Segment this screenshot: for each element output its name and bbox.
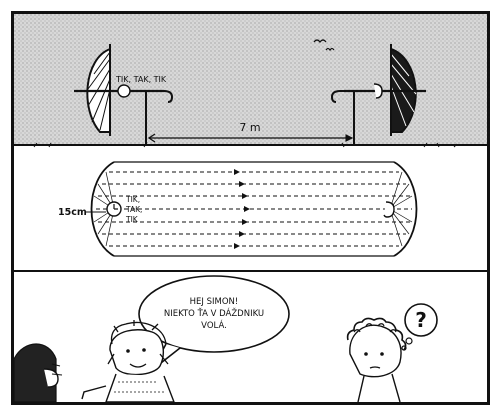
- bird-icon: [325, 47, 335, 52]
- left-umbrella-icon: [74, 44, 174, 144]
- ray-arrowheads: [234, 169, 250, 249]
- middle-panel: 15cm TIK, TAK, TIK: [58, 161, 418, 257]
- speech-bubble: [138, 275, 290, 353]
- top-panel: TIK, TAK, TIK 7 m: [14, 14, 487, 148]
- boy-character: [346, 317, 407, 402]
- left-reflector: [90, 161, 115, 257]
- comic-illustration: TIK, TAK, TIK 7 m: [14, 14, 487, 402]
- ear-icon: [383, 201, 395, 218]
- thought-bubble: [404, 303, 438, 337]
- bird-icon: [313, 39, 327, 43]
- clock-sound-label: TIK, TAK, TIK: [115, 75, 167, 84]
- radius-label: 15cm: [58, 207, 87, 218]
- sound-line-2: TAK,: [125, 205, 142, 214]
- right-umbrella-icon: [330, 44, 426, 144]
- speech-line-1: HEJ SIMON!: [190, 297, 239, 307]
- sound-line-3: TIK: [125, 215, 139, 224]
- speech-line-2: NIEKTO ŤA V DÁŽDNIKU: [164, 307, 264, 319]
- sound-rays: [96, 171, 412, 247]
- distance-label: 7 m: [239, 121, 260, 134]
- girl-character: [81, 320, 175, 402]
- speech-line-3: VOLÁ.: [201, 319, 227, 331]
- partial-character-left: [14, 343, 63, 402]
- clock-icon: [117, 84, 131, 98]
- right-reflector: [393, 161, 418, 257]
- comic-frame: TIK, TAK, TIK 7 m: [11, 11, 490, 405]
- bottom-panel: HEJ SIMON! NIEKTO ŤA V DÁŽDNIKU VOLÁ. ?: [14, 275, 438, 402]
- ear-icon: [373, 83, 383, 99]
- question-mark: ?: [415, 308, 427, 332]
- sound-line-1: TIK,: [125, 195, 140, 204]
